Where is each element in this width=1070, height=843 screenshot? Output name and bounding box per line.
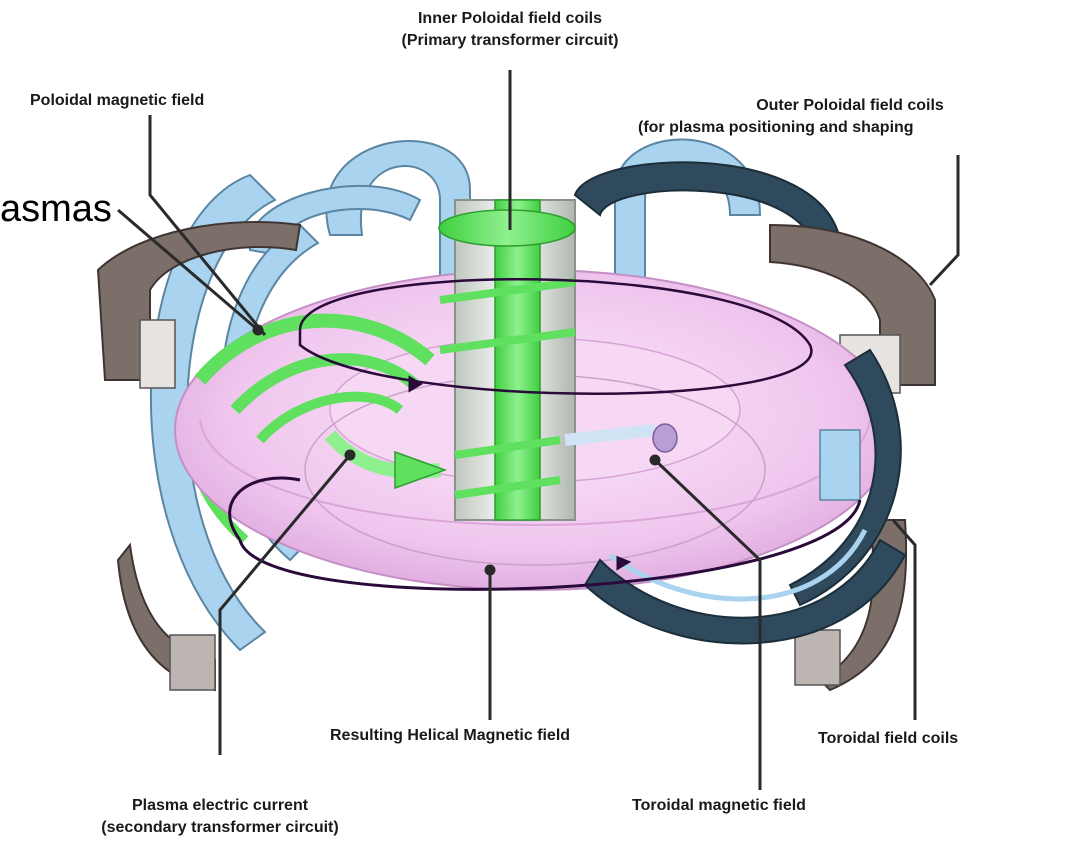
- helical-field-label: Resulting Helical Magnetic field: [330, 725, 570, 747]
- outer-coils-line2: (for plasma positioning and shaping: [630, 117, 1070, 139]
- outer-coils-line1: Outer Poloidal field coils: [630, 95, 1070, 117]
- plasma-current-line1: Plasma electric current: [40, 795, 400, 817]
- outer-coils-label: Outer Poloidal field coils (for plasma p…: [630, 95, 1070, 139]
- toroidal-field-label: Toroidal magnetic field: [632, 795, 806, 817]
- plasma-current-label: Plasma electric current (secondary trans…: [40, 795, 400, 839]
- poloidal-field-label: Poloidal magnetic field: [30, 90, 204, 112]
- plasmas-fragment-label: asmas: [0, 188, 112, 231]
- central-solenoid: [439, 200, 575, 520]
- inner-coils-label: Inner Poloidal field coils (Primary tran…: [330, 8, 690, 52]
- inner-coils-line2: (Primary transformer circuit): [330, 30, 690, 52]
- inner-coils-line1: Inner Poloidal field coils: [330, 8, 690, 30]
- plasma-current-line2: (secondary transformer circuit): [40, 817, 400, 839]
- toroidal-coils-label: Toroidal field coils: [818, 728, 958, 750]
